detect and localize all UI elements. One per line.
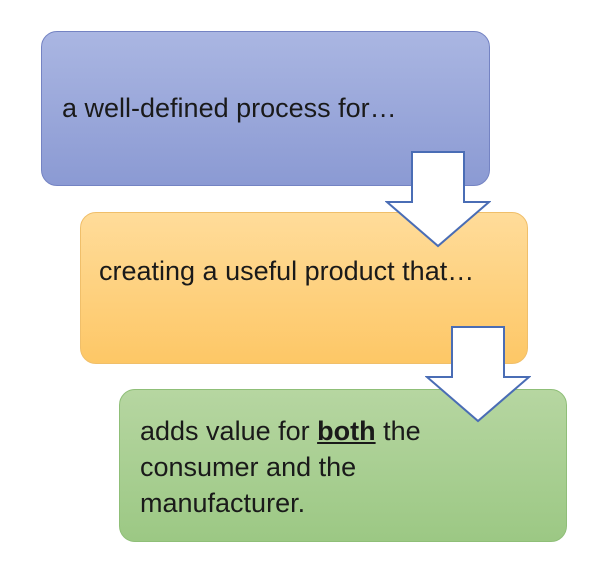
step-text-value-tail: the consumer and the manufacturer. (140, 416, 421, 518)
step-text-value: adds value for both the consumer and the… (140, 413, 520, 521)
step-box-process: a well-defined process for… (41, 31, 490, 186)
down-arrow-icon (425, 326, 531, 423)
step-text-product: creating a useful product that… (99, 256, 475, 286)
down-arrow-icon (385, 151, 491, 248)
step-text-value-lead: adds value for (140, 416, 318, 446)
step-box-value: adds value for both the consumer and the… (119, 389, 567, 542)
step-text-process: a well-defined process for… (62, 93, 397, 123)
step-text-value-emphasis: both (317, 416, 376, 446)
